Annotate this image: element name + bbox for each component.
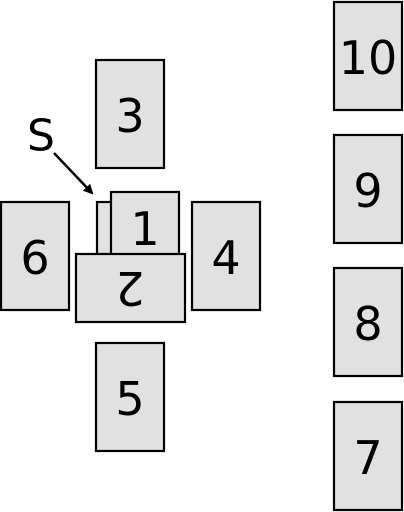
- card-4: 4: [190, 200, 262, 312]
- card-6: 6: [0, 200, 71, 312]
- card-7-label: 7: [353, 431, 382, 485]
- card-10: 10: [332, 0, 404, 112]
- card-9-label: 9: [353, 164, 382, 218]
- card-3-label: 3: [115, 89, 144, 143]
- significator-arrow: [53, 152, 94, 195]
- card-8: 8: [332, 266, 404, 378]
- card-8-label: 8: [353, 297, 382, 351]
- card-1-label: 1: [130, 202, 159, 256]
- card-5-label: 5: [115, 372, 144, 426]
- card-4-label: 4: [211, 231, 240, 285]
- card-5: 5: [94, 341, 166, 453]
- card-7: 7: [332, 400, 404, 512]
- card-9: 9: [332, 133, 404, 245]
- card-3: 3: [94, 58, 166, 170]
- significator-label: S: [27, 111, 55, 162]
- card-6-label: 6: [20, 231, 49, 285]
- card-10-label: 10: [339, 31, 398, 85]
- card-2: 2: [74, 252, 187, 324]
- card-2-label: 2: [115, 261, 144, 315]
